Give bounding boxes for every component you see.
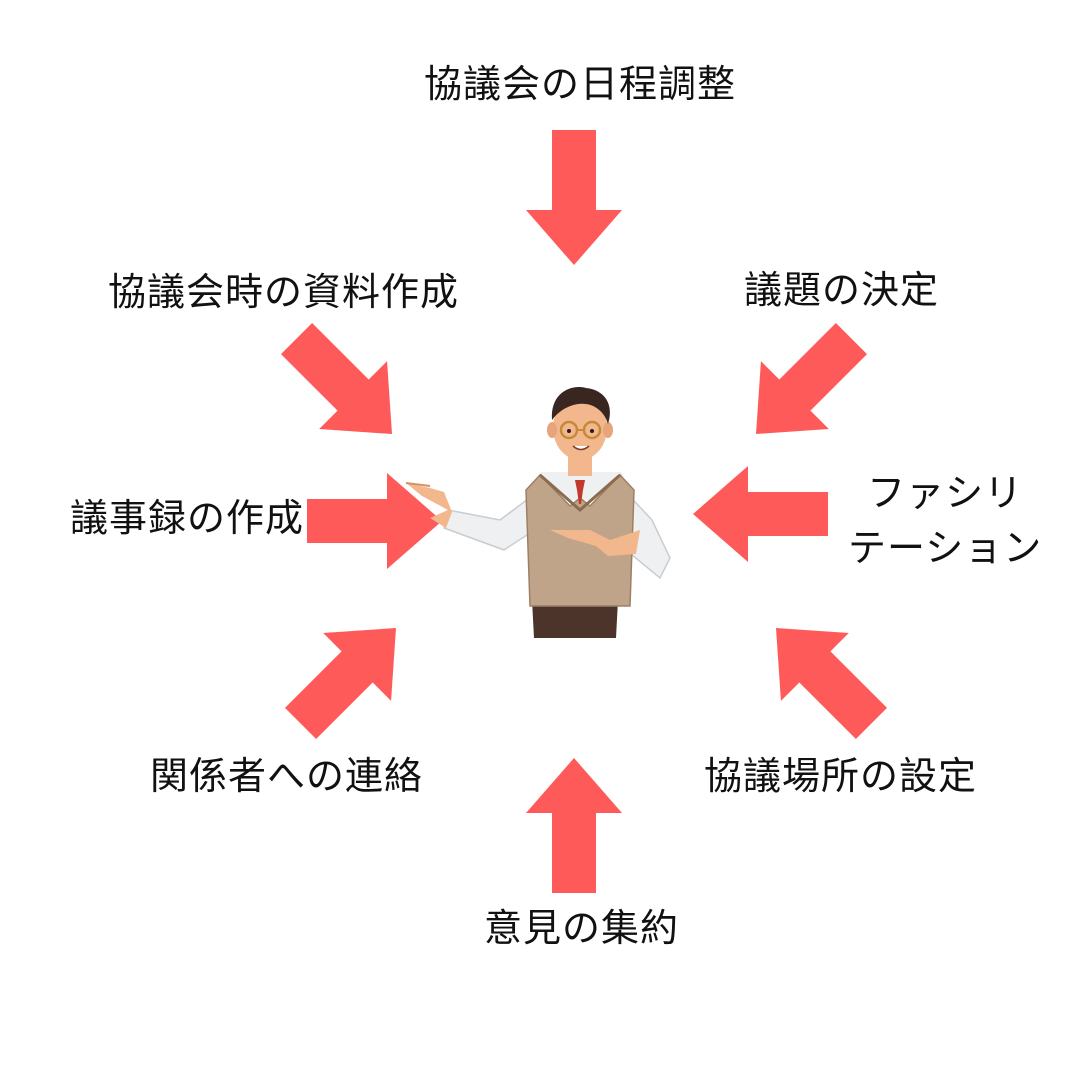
arrow-agenda	[756, 322, 868, 434]
label-facilitation-line1: ファシリ	[867, 471, 1024, 515]
arrow-venue	[776, 628, 888, 740]
label-minutes: 議事録の作成	[70, 496, 305, 540]
arrow-minutes	[307, 473, 442, 569]
label-opinions: 意見の集約	[484, 906, 680, 950]
arrow-group	[280, 130, 888, 893]
label-facilitation: ファシリ テーション	[848, 466, 1042, 576]
arrow-opinions	[526, 758, 622, 893]
arrow-contact	[284, 628, 396, 740]
label-facilitation-line2: テーション	[848, 526, 1043, 571]
label-agenda: 議題の決定	[744, 268, 940, 312]
label-schedule: 協議会の日程調整	[424, 62, 737, 106]
label-contact: 関係者への連絡	[150, 754, 424, 798]
arrow-materials	[280, 322, 392, 434]
arrow-schedule	[526, 130, 622, 265]
label-venue: 協議場所の設定	[704, 754, 978, 798]
label-materials: 協議会時の資料作成	[108, 270, 460, 314]
arrow-facilitation	[693, 466, 828, 562]
teacher-pointing-icon	[400, 380, 690, 654]
teacher-illustration	[405, 387, 671, 638]
